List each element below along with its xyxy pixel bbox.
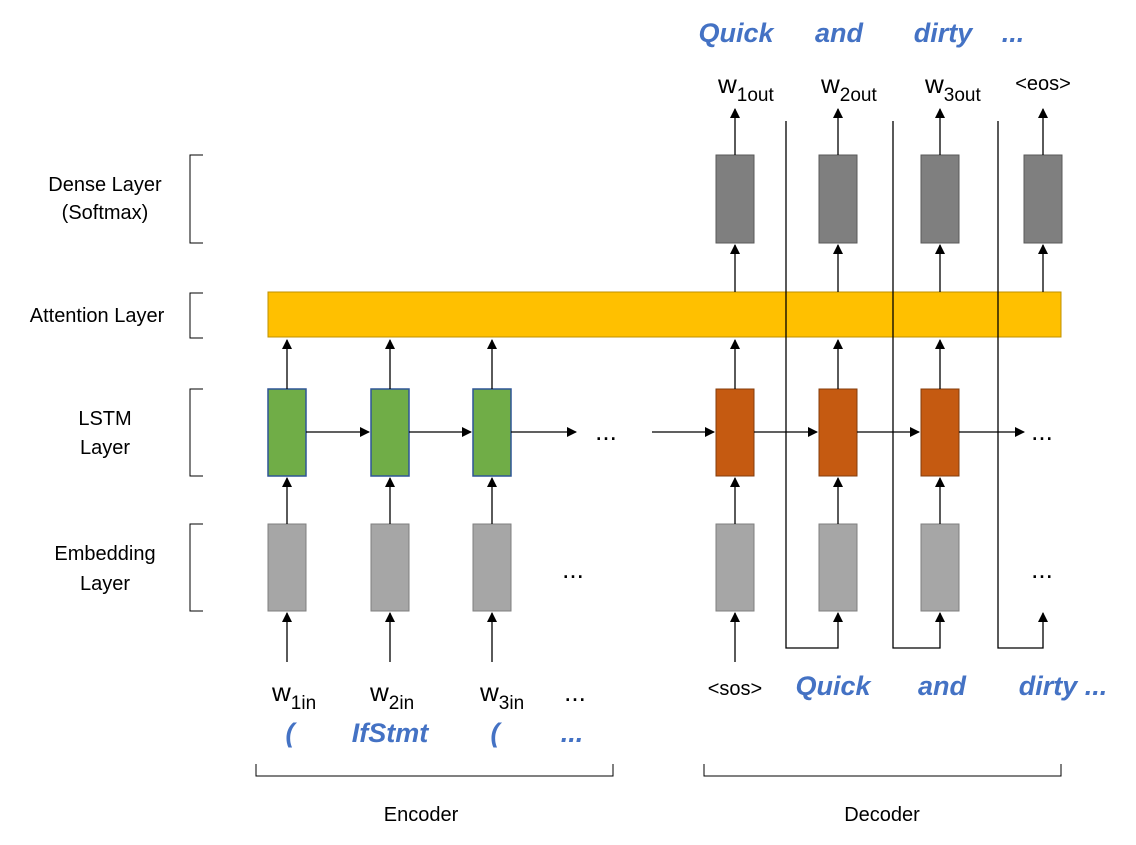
decoder-dense-box-1 — [715, 154, 755, 244]
embedding-layer-bracket — [189, 523, 203, 612]
decoder-output-1: w1out — [717, 69, 774, 106]
encoder-lstm-ellipsis: ... — [595, 416, 617, 446]
embedding-layer-label: Embedding Layer — [54, 523, 203, 612]
decoder-output-token-1: Quick — [698, 18, 775, 48]
lstm-layer-label: LSTM Layer — [78, 388, 203, 477]
lstm-layer-label-line1: LSTM — [78, 408, 131, 430]
decoder-lstm-box-3 — [920, 388, 960, 477]
decoder-dense-box-2 — [818, 154, 858, 244]
dense-layer-label-line1: Dense Layer — [48, 174, 162, 196]
encoder-lstm-box-1 — [267, 388, 307, 477]
decoder-dense-box-3 — [920, 154, 960, 244]
embedding-layer-label-line1: Embedding — [54, 543, 155, 565]
embedding-layer-label-line2: Layer — [80, 573, 130, 595]
decoder-embedding-box-2 — [818, 523, 858, 612]
decoder-output-token-3: dirty — [914, 18, 974, 48]
encoder-label: Encoder — [384, 804, 459, 826]
attention-layer-label-text: Attention Layer — [30, 305, 165, 327]
decoder-label: Decoder — [844, 804, 920, 826]
decoder-output-3: w3out — [924, 69, 981, 106]
encoder-arrows — [282, 339, 577, 662]
encoder-token-1: ( — [286, 718, 298, 748]
dense-layer-label: Dense Layer (Softmax) — [48, 154, 203, 244]
encoder-token-3: ( — [491, 718, 503, 748]
decoder-output-2: w2out — [820, 69, 877, 106]
attention-layer-bar — [267, 291, 1062, 338]
encoder-token-2: IfStmt — [352, 718, 430, 748]
encoder-embedding-box-3 — [472, 523, 512, 612]
decoder-embedding-ellipsis: ... — [1031, 554, 1053, 584]
dense-layer-bracket — [189, 154, 203, 244]
attention-layer-bracket — [189, 292, 203, 339]
lstm-layer-bracket — [189, 388, 203, 477]
decoder-lstm-ellipsis: ... — [1031, 416, 1053, 446]
attention-layer-label: Attention Layer — [30, 292, 203, 339]
dense-layer-label-line2: (Softmax) — [62, 202, 149, 224]
decoder-bracket — [703, 764, 1062, 777]
decoder-embedding-box-3 — [920, 523, 960, 612]
lstm-layer-label-line2: Layer — [80, 437, 130, 459]
encoder-input-2: w2in — [369, 677, 414, 714]
encoder-embedding-box-1 — [267, 523, 307, 612]
decoder-embedding-box-1 — [715, 523, 755, 612]
encoder-token-ellipsis: ... — [561, 718, 584, 748]
decoder-end-token: <eos> — [1015, 73, 1071, 95]
decoder-input-token-1: Quick — [795, 671, 872, 701]
decoder-start-token: <sos> — [708, 678, 762, 700]
encoder-lstm-box-2 — [370, 388, 410, 477]
encoder-input-1: w1in — [271, 677, 316, 714]
decoder-dense-box-4 — [1023, 154, 1063, 244]
encoder-embedding-ellipsis: ... — [562, 554, 584, 584]
encoder-bracket — [255, 764, 614, 777]
decoder-lstm-box-1 — [715, 388, 755, 477]
encoder-lstm-box-3 — [472, 388, 512, 477]
decoder-lstm-box-2 — [818, 388, 858, 477]
encoder-embedding-box-2 — [370, 523, 410, 612]
decoder-arrows — [652, 108, 1048, 662]
decoder-input-token-3: dirty ... — [1019, 671, 1108, 701]
decoder-output-token-ellipsis: ... — [1002, 18, 1025, 48]
encoder-input-ellipsis: ... — [564, 677, 586, 707]
decoder-input-token-2: and — [918, 671, 967, 701]
decoder-output-token-2: and — [815, 18, 864, 48]
encoder-input-3: w3in — [479, 677, 524, 714]
